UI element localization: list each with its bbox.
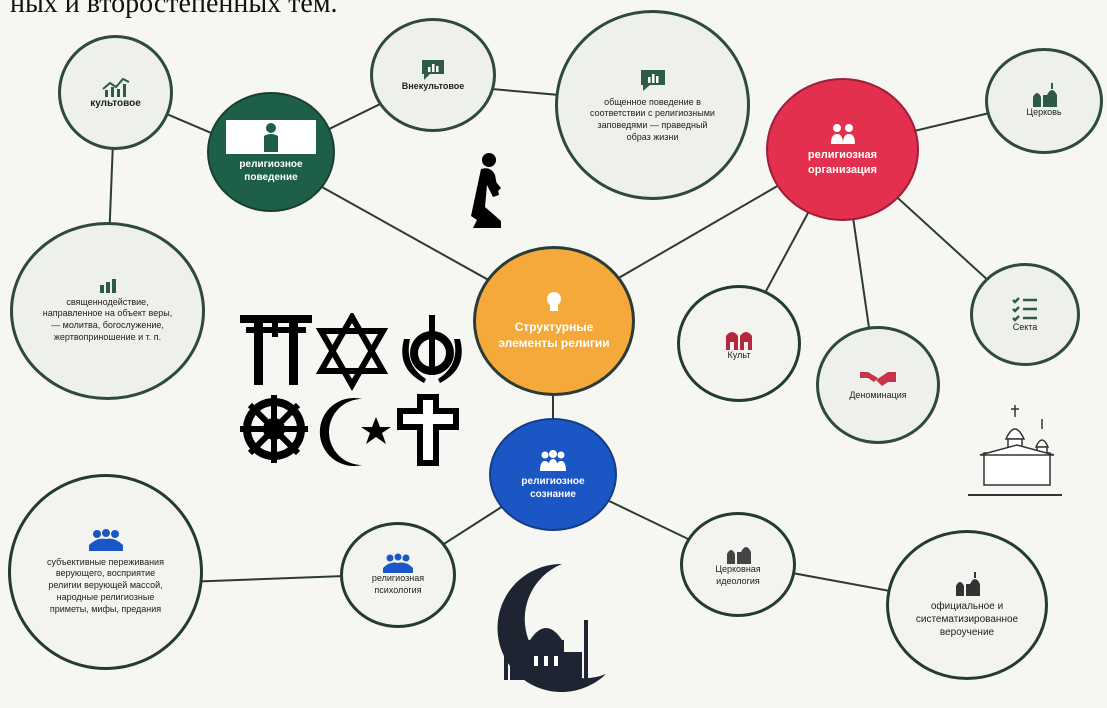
- node-denominatsiya[interactable]: Деноминация: [816, 326, 940, 444]
- node-obshchennoe-label: общенное поведение в соответствии с рели…: [590, 96, 715, 142]
- node-vnekultovoe-label: Внекультовое: [401, 81, 465, 92]
- header-text-fragment: ных и второстепенных тем.: [10, 0, 338, 19]
- chat-icon: [639, 67, 667, 93]
- people-icon: [538, 449, 568, 475]
- church-icon: [723, 542, 753, 564]
- node-kult-label: Культ: [727, 349, 751, 360]
- node-kultovoe[interactable]: культовое: [58, 35, 173, 150]
- church-icon: [952, 571, 982, 596]
- chart-icon: [99, 278, 117, 293]
- religious-symbols-group: [240, 310, 465, 468]
- mosque-crescent-icon: [474, 560, 614, 697]
- node-official[interactable]: официальное и систематизированное вероуч…: [886, 530, 1048, 680]
- node-svyashchennodeystvie-label: священнодействие, направленное на объект…: [42, 296, 173, 342]
- node-kult[interactable]: Культ: [677, 285, 801, 402]
- people-icon: [88, 528, 123, 551]
- node-tserkov-label: Церковь: [1026, 107, 1062, 118]
- church-icon: [724, 326, 754, 350]
- node-vnekultovoe[interactable]: Внекультовое: [370, 18, 496, 132]
- crescent-star-icon: [319, 398, 391, 466]
- center-label: Структурные элементы религии: [498, 320, 610, 350]
- handshake-icon: [860, 368, 896, 390]
- node-religious-behavior-label: религиозное поведение: [239, 159, 303, 183]
- node-subjective-label: субъективные переживания верующего, восп…: [47, 556, 164, 614]
- node-center[interactable]: Структурные элементы религии: [473, 246, 635, 396]
- chat-icon: [420, 57, 446, 81]
- people-icon: [828, 122, 858, 148]
- node-official-label: официальное и систематизированное вероуч…: [915, 600, 1019, 638]
- dharma-wheel-icon: [240, 395, 308, 463]
- praying-person-icon: [226, 120, 316, 154]
- node-svyashchennodeystvie[interactable]: священнодействие, направленное на объект…: [10, 222, 205, 400]
- node-religious-psychology-label: религиозная психология: [371, 573, 425, 595]
- node-religious-consciousness-label: религиозное сознание: [521, 475, 585, 500]
- node-obshchennoe[interactable]: общенное поведение в соответствии с рели…: [555, 10, 750, 200]
- cross-icon: [397, 394, 459, 466]
- list-icon: [1011, 296, 1039, 322]
- node-kultovoe-label: культовое: [90, 98, 141, 109]
- star-of-david-icon: [315, 310, 389, 392]
- node-religious-org-label: религиозная организация: [807, 149, 878, 176]
- bulb-icon: [544, 290, 564, 314]
- khanda-icon: [402, 315, 462, 383]
- church-icon: [1029, 83, 1059, 108]
- people-icon: [383, 553, 413, 574]
- chart-icon: [101, 75, 131, 97]
- node-sekta[interactable]: Секта: [970, 263, 1080, 366]
- node-sekta-label: Секта: [1012, 321, 1038, 332]
- node-religious-behavior[interactable]: религиозное поведение: [207, 92, 335, 212]
- node-church-ideology[interactable]: Церковная идеология: [680, 512, 796, 617]
- node-subjective[interactable]: субъективные переживания верующего, восп…: [8, 474, 203, 670]
- node-church-ideology-label: Церковная идеология: [715, 563, 761, 586]
- node-denominatsiya-label: Деноминация: [849, 390, 907, 401]
- node-religious-consciousness[interactable]: религиозное сознание: [489, 418, 617, 531]
- cathedral-icon: [962, 405, 1068, 506]
- praying-person-icon: [465, 152, 513, 233]
- node-religious-psychology[interactable]: религиозная психология: [340, 522, 456, 628]
- torii-icon: [240, 315, 312, 385]
- node-religious-org[interactable]: религиозная организация: [766, 78, 919, 221]
- node-tserkov[interactable]: Церковь: [985, 48, 1103, 154]
